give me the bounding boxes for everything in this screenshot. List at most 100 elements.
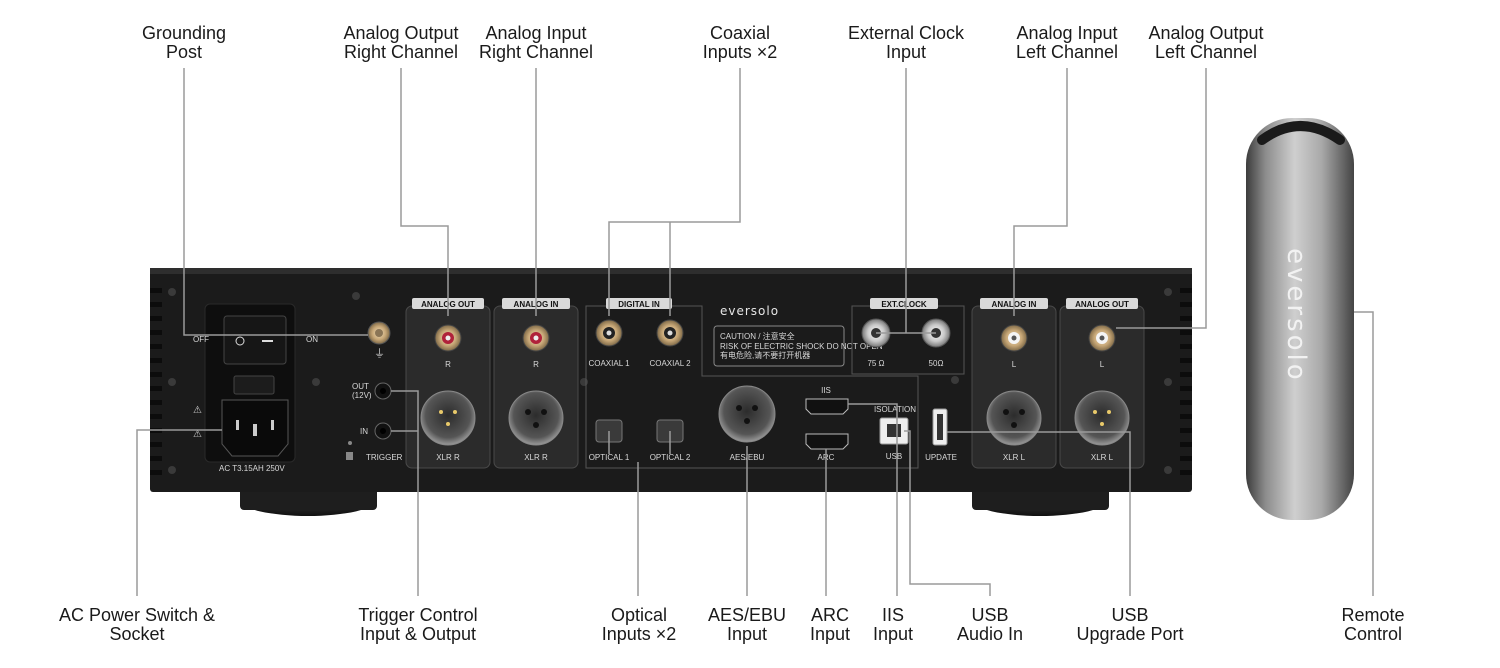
line-analog-out-left xyxy=(1116,68,1207,329)
ext-clock-tag xyxy=(870,298,938,309)
digital-in-tag xyxy=(606,298,672,309)
xlr-out-r-pin3 xyxy=(446,422,450,426)
rca-in-r-label: R xyxy=(533,360,539,369)
xlr-in-r-label: XLR R xyxy=(524,453,548,462)
label-line: Analog Output xyxy=(343,23,459,43)
label-remote: Remote Control xyxy=(1341,606,1404,644)
iec-pin-center xyxy=(253,424,257,436)
remote-control xyxy=(1246,118,1354,520)
trigger-indicator xyxy=(346,452,353,460)
rca-out-r-label: R xyxy=(445,360,451,369)
label-aes-ebu: AES/EBU Input xyxy=(708,606,786,644)
callout-lines-bottom xyxy=(136,311,1374,596)
label-optical-inputs: Optical Inputs ×2 xyxy=(602,606,677,644)
label-arc: ARC Input xyxy=(810,606,850,644)
xlr-out-r-pin1 xyxy=(439,410,443,414)
power-switch-on-mark xyxy=(262,340,273,342)
label-line: Right Channel xyxy=(343,42,459,62)
trigger-out-sub-label: (12V) xyxy=(352,391,372,400)
aes-ebu-hole1 xyxy=(736,405,742,411)
ground-symbol-icon: ⏚ xyxy=(374,347,385,360)
remote-brand-logo: eversolo xyxy=(1281,248,1311,383)
label-analog-input-left: Analog Input Left Channel xyxy=(1016,24,1118,62)
label-line: External Clock xyxy=(847,23,965,43)
coaxial-1-pin xyxy=(606,330,612,336)
label-line: Input xyxy=(885,42,927,62)
iec-pin-left xyxy=(236,420,239,430)
ac-rating-label: AC T3.15AH 250V xyxy=(219,464,285,473)
label-line: Input xyxy=(726,624,768,644)
aes-ebu-connector[interactable] xyxy=(718,385,776,443)
label-line: Remote xyxy=(1341,605,1405,625)
iis-label: IIS xyxy=(821,386,831,395)
off-label: OFF xyxy=(193,335,209,344)
digital-in-title: DIGITAL IN xyxy=(618,300,660,309)
label-trigger: Trigger Control Input & Output xyxy=(358,606,477,644)
label-line: Left Channel xyxy=(1015,42,1119,62)
label-line: Analog Output xyxy=(1148,23,1264,43)
right-foot-block xyxy=(972,488,1109,510)
line-usb-audio xyxy=(904,430,991,596)
label-line: Right Channel xyxy=(478,42,594,62)
label-ac-power: AC Power Switch & Socket xyxy=(59,606,215,644)
line-iis xyxy=(848,403,898,596)
xlr-out-l[interactable] xyxy=(1074,390,1130,446)
iec-pin-right xyxy=(271,420,274,430)
xlr-in-l-hole2 xyxy=(1019,409,1025,415)
label-line: IIS xyxy=(881,605,905,625)
trigger-in-label: IN xyxy=(360,427,368,436)
label-line: USB xyxy=(1111,605,1149,625)
line-grounding xyxy=(183,68,368,336)
iis-port[interactable] xyxy=(805,398,849,415)
line-trigger xyxy=(391,390,419,596)
rca-out-l-label: L xyxy=(1100,360,1105,369)
label-coaxial-inputs: Coaxial Inputs ×2 xyxy=(703,24,778,62)
xlr-out-r-label: XLR R xyxy=(436,453,460,462)
arc-port[interactable] xyxy=(805,433,849,450)
usb-update-port-inner xyxy=(937,414,943,440)
label-line: Upgrade Port xyxy=(1076,624,1184,644)
xlr-in-l[interactable] xyxy=(986,390,1042,446)
power-switch[interactable] xyxy=(223,315,287,365)
usb-label: USB xyxy=(886,452,902,461)
power-switch-off-mark xyxy=(235,336,245,346)
label-line: Post xyxy=(165,42,203,62)
rca-in-l-label: L xyxy=(1012,360,1017,369)
isolation-label: ISOLATION xyxy=(874,405,916,414)
label-line: Analog Input xyxy=(1016,23,1118,43)
trigger-led xyxy=(348,441,352,445)
line-ext-clock xyxy=(876,68,936,334)
clock-50-label: 50Ω xyxy=(929,359,944,368)
aes-ebu-hole2 xyxy=(752,405,758,411)
xlr-in-r-hole1 xyxy=(525,409,531,415)
xlr-in-l-hole1 xyxy=(1003,409,1009,415)
analog-out-l-title: ANALOG OUT xyxy=(1075,300,1129,309)
xlr-out-r[interactable] xyxy=(420,390,476,446)
coaxial-2-label: COAXIAL 2 xyxy=(649,359,691,368)
caution-line-1: RISK OF ELECTRIC SHOCK DO NOT OPEN xyxy=(720,342,883,351)
label-line: Trigger Control xyxy=(358,605,478,625)
line-coaxial xyxy=(608,68,741,316)
label-external-clock: External Clock Input xyxy=(848,24,964,62)
trigger-out-hole xyxy=(380,388,386,394)
line-usb-upgrade xyxy=(947,431,1131,596)
aes-ebu-hole3 xyxy=(744,418,750,424)
xlr-in-r-hole3 xyxy=(533,422,539,428)
label-line: Coaxial xyxy=(709,23,771,43)
caution-box xyxy=(713,325,845,367)
xlr-out-l-pin2 xyxy=(1107,410,1111,414)
label-line: Audio In xyxy=(956,624,1024,644)
caution-line-2: 有电危险,请不要打开机器 xyxy=(720,350,810,360)
line-analog-in-left xyxy=(1013,68,1068,316)
fuse-holder xyxy=(233,375,275,395)
remote-top-cap xyxy=(1257,121,1345,145)
caution-title: CAUTION / 注意安全 xyxy=(720,331,795,341)
xlr-in-r[interactable] xyxy=(508,390,564,446)
label-line: AC Power Switch & xyxy=(58,605,216,625)
label-line: Socket xyxy=(109,624,165,644)
chassis-top-edge xyxy=(150,268,1192,274)
line-remote xyxy=(1354,311,1374,596)
xlr-in-l-hole3 xyxy=(1011,422,1017,428)
